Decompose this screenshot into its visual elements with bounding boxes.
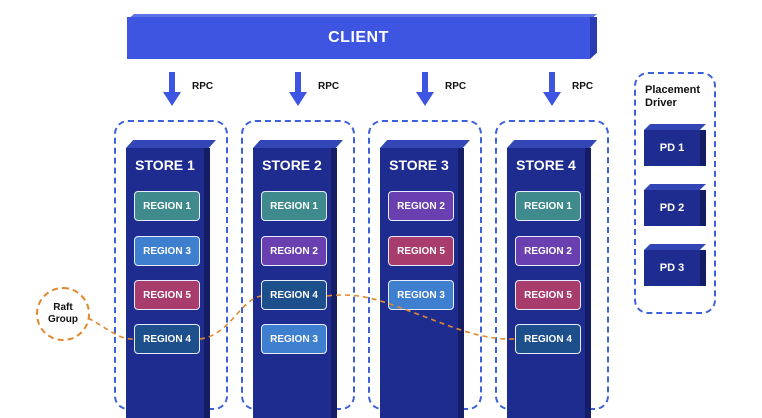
store-2-region: REGION 3 [261, 324, 327, 354]
raft-group-label-line2: Group [48, 314, 78, 325]
rpc-arrow-icon [416, 72, 434, 106]
pd-1-top-face [644, 124, 706, 130]
rpc-arrow-icon [543, 72, 561, 106]
store-2-region: REGION 4 [261, 280, 327, 310]
placement-driver-label-line1: Placement [645, 84, 701, 96]
store-2-region: REGION 1 [261, 191, 327, 221]
placement-driver-container [634, 72, 716, 314]
store-1-region: REGION 1 [134, 191, 200, 221]
store-3-region: REGION 2 [388, 191, 454, 221]
placement-driver-label: Placement Driver [645, 84, 700, 110]
rpc-label: RPC [318, 81, 340, 92]
pd-3-node: PD 3 [644, 250, 700, 286]
client-bar: CLIENT [127, 17, 590, 59]
store-3-region: REGION 5 [388, 236, 454, 266]
raft-group-label-line1: Raft [53, 302, 73, 313]
pd-2-side-face [700, 190, 706, 226]
store-1-side-face [204, 148, 210, 418]
pd-3-side-face [700, 250, 706, 286]
store-4-region: REGION 5 [515, 280, 581, 310]
placement-driver-label-line2: Driver [645, 97, 677, 109]
pd-2-node: PD 2 [644, 190, 700, 226]
store-4-region: REGION 4 [515, 324, 581, 354]
store-1-region: REGION 4 [134, 324, 200, 354]
client-bar-side-face [590, 17, 597, 59]
store-1-region: REGION 3 [134, 236, 200, 266]
store-3-top-face [380, 140, 470, 148]
store-1-top-face [126, 140, 216, 148]
rpc-arrow-icon [163, 72, 181, 106]
store-4-region: REGION 1 [515, 191, 581, 221]
store-2-title: STORE 2 [262, 157, 322, 173]
pd-2-top-face [644, 184, 706, 190]
store-2-side-face [331, 148, 337, 418]
raft-group-badge: Raft Group [36, 287, 90, 341]
pd-1-side-face [700, 130, 706, 166]
rpc-arrow-icon [289, 72, 307, 106]
client-label: CLIENT [328, 29, 389, 46]
store-3-title: STORE 3 [389, 157, 449, 173]
store-4-title: STORE 4 [516, 157, 576, 173]
rpc-label: RPC [192, 81, 214, 92]
store-3-region: REGION 3 [388, 280, 454, 310]
store-1-region: REGION 5 [134, 280, 200, 310]
store-2-top-face [253, 140, 343, 148]
store-4-top-face [507, 140, 597, 148]
raft-group-connector [87, 294, 516, 340]
pd-3-top-face [644, 244, 706, 250]
store-4-region: REGION 2 [515, 236, 581, 266]
store-4-side-face [585, 148, 591, 418]
store-2-region: REGION 2 [261, 236, 327, 266]
rpc-label: RPC [572, 81, 594, 92]
store-1-title: STORE 1 [135, 157, 195, 173]
pd-1-node: PD 1 [644, 130, 700, 166]
rpc-label: RPC [445, 81, 467, 92]
store-3-side-face [458, 148, 464, 418]
